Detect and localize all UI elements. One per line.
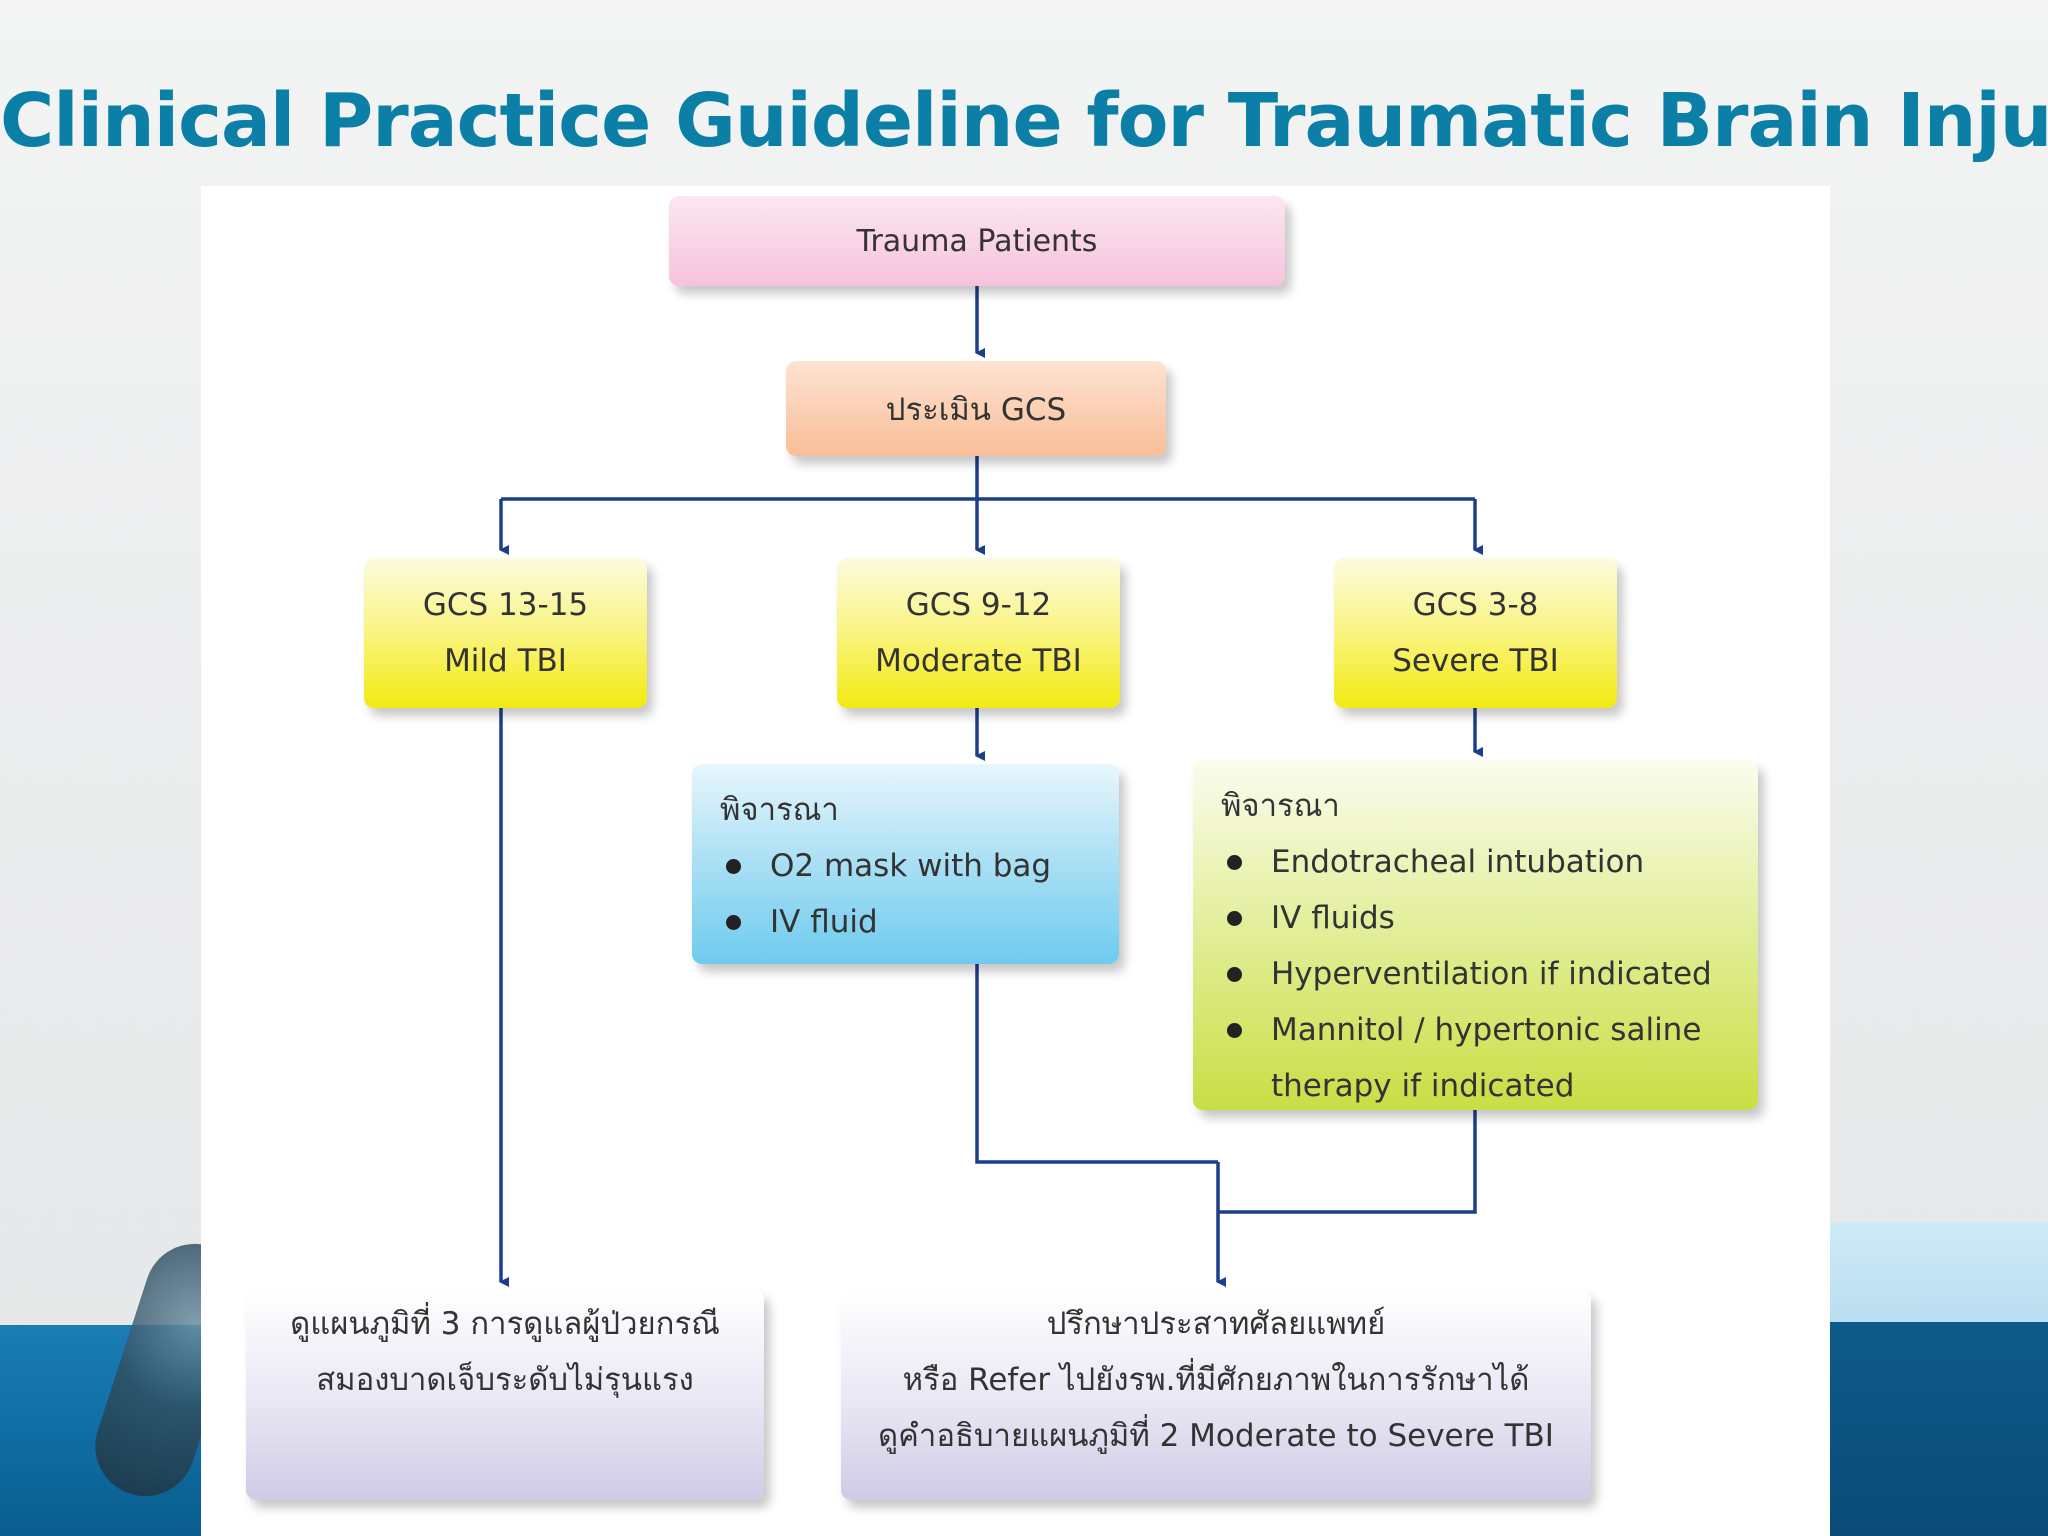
mild-label: Mild TBI bbox=[444, 643, 567, 679]
background-dark-band bbox=[1830, 1322, 2048, 1536]
severe-outcome-line1: ปรึกษาประสาทศัลยแพทย์ bbox=[1046, 1306, 1386, 1342]
bullet-icon bbox=[726, 915, 741, 930]
severe-label: Severe TBI bbox=[1392, 643, 1559, 679]
node-severe-tbi: GCS 3-8 Severe TBI bbox=[1334, 558, 1617, 708]
moderate-gcs-range: GCS 9-12 bbox=[905, 587, 1052, 623]
connector-moderate-to-merge bbox=[975, 964, 1218, 1164]
list-item: IV fluids bbox=[1221, 890, 1758, 946]
moderate-label: Moderate TBI bbox=[875, 643, 1082, 679]
list-item: IV fluid bbox=[720, 894, 1119, 950]
severe-gcs-range: GCS 3-8 bbox=[1412, 587, 1539, 623]
mild-outcome-line2: สมองบาดเจ็บระดับไม่รุนแรง bbox=[316, 1362, 694, 1398]
severe-consider-list: Endotracheal intubation IV fluids Hyperv… bbox=[1221, 834, 1758, 1114]
node-mild-tbi: GCS 13-15 Mild TBI bbox=[364, 558, 647, 708]
node-severe-outcome: ปรึกษาประสาทศัลยแพทย์ หรือ Refer ไปยังรพ… bbox=[841, 1290, 1591, 1500]
bullet-icon bbox=[1227, 1023, 1242, 1038]
connector-severe-to-merge bbox=[1218, 1110, 1477, 1214]
bullet-icon bbox=[1227, 967, 1242, 982]
severe-consider-label: พิจารณา bbox=[1221, 788, 1340, 824]
node-trauma-patients-label: Trauma Patients bbox=[856, 223, 1098, 259]
list-item-continuation: therapy if indicated bbox=[1271, 1068, 1575, 1104]
slide-title: Clinical Practice Guideline for Traumati… bbox=[0, 78, 2048, 164]
severe-outcome-line3: ดูคำอธิบายแผนภูมิที่ 2 Moderate to Sever… bbox=[878, 1418, 1554, 1454]
bullet-icon bbox=[726, 859, 741, 874]
bullet-icon bbox=[1227, 911, 1242, 926]
moderate-consider-label: พิจารณา bbox=[720, 792, 839, 828]
list-item: Hyperventilation if indicated bbox=[1221, 946, 1758, 1002]
mild-outcome-line1: ดูแผนภูมิที่ 3 การดูแลผู้ป่วยกรณี bbox=[290, 1306, 720, 1342]
bullet-icon bbox=[1227, 855, 1242, 870]
node-trauma-patients: Trauma Patients bbox=[669, 196, 1285, 286]
list-item: Mannitol / hypertonic saline bbox=[1221, 1002, 1758, 1058]
node-mild-outcome: ดูแผนภูมิที่ 3 การดูแลผู้ป่วยกรณี สมองบา… bbox=[246, 1290, 764, 1500]
node-moderate-tbi: GCS 9-12 Moderate TBI bbox=[837, 558, 1120, 708]
background-light-band bbox=[1830, 1222, 2048, 1322]
flowchart-connectors bbox=[499, 286, 1483, 1287]
severe-outcome-line2: หรือ Refer ไปยังรพ.ที่มีศักยภาพในการรักษ… bbox=[902, 1362, 1530, 1398]
flowchart-panel: Trauma Patients ประเมิน GCS GCS 13-15 Mi… bbox=[201, 186, 1830, 1536]
node-moderate-consider: พิจารณา O2 mask with bag IV fluid bbox=[692, 764, 1119, 964]
mild-gcs-range: GCS 13-15 bbox=[422, 587, 589, 623]
moderate-consider-list: O2 mask with bag IV fluid bbox=[720, 838, 1119, 950]
list-item: Endotracheal intubation bbox=[1221, 834, 1758, 890]
node-assess-gcs: ประเมิน GCS bbox=[786, 361, 1166, 456]
node-severe-consider: พิจารณา Endotracheal intubation IV fluid… bbox=[1193, 760, 1758, 1110]
list-item: O2 mask with bag bbox=[720, 838, 1119, 894]
node-assess-gcs-label: ประเมิน GCS bbox=[885, 391, 1067, 428]
